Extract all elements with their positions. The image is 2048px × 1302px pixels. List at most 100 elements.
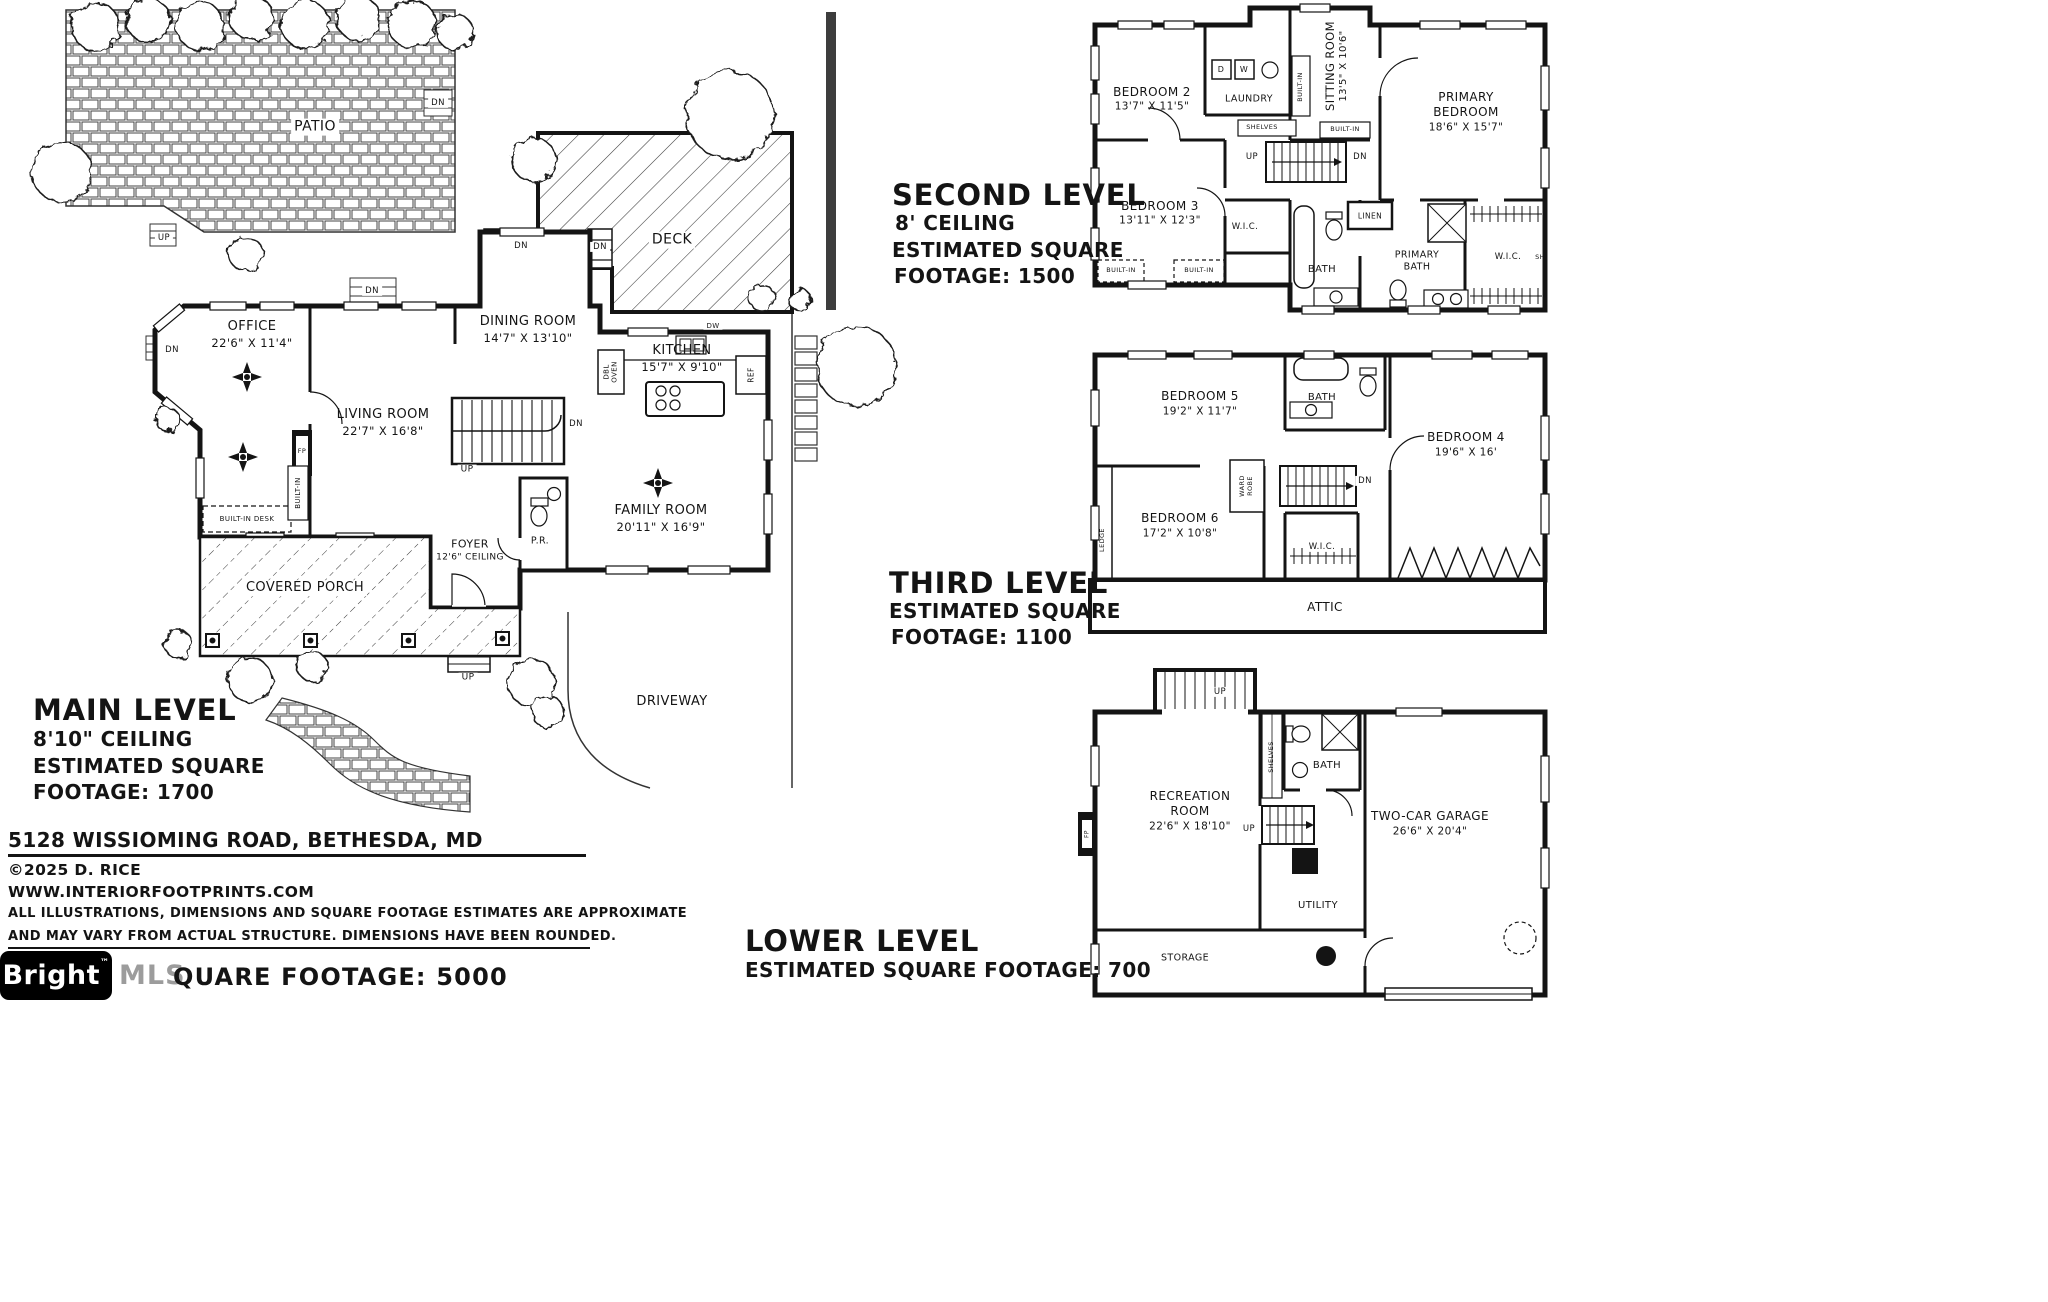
laundry-appliances (1211, 59, 1279, 80)
family-room-label: FAMILY ROOM (614, 503, 708, 519)
driveway-edge-left (567, 612, 651, 789)
main-level-plan (31, 0, 897, 813)
third-windows (1090, 350, 1550, 541)
trademark-symbol: ™ (100, 958, 110, 968)
dining-room-label: DINING ROOM (479, 314, 577, 330)
total-square-footage: QUARE FOOTAGE: 5000 (173, 963, 508, 991)
double-oven-line2: OVEN (611, 361, 619, 383)
lower-bath-fixtures (1285, 713, 1359, 779)
second-interior-walls (1095, 8, 1545, 310)
double-oven-label: DBL OVEN (603, 361, 620, 382)
second-windows (1090, 3, 1550, 315)
second-door-swings (1147, 57, 1419, 217)
shelves-label: SHELVES (1246, 123, 1278, 132)
foyer-ceiling-label: 12'6" CEILING (436, 552, 504, 563)
bedroom2-label: BEDROOM 2 (1113, 84, 1191, 99)
bedroom2-dims: 13'7" X 11'5" (1114, 100, 1190, 113)
patio-paving (65, 9, 456, 233)
third-bath-label: BATH (1307, 392, 1337, 403)
primary-bedroom-label-line1: PRIMARY (1438, 89, 1494, 104)
main-level-est-line1: ESTIMATED SQUARE (33, 754, 265, 778)
built-in-closet (1291, 55, 1311, 117)
bedroom3-built-in-label-a: BUILT-IN (1106, 266, 1136, 275)
back-stoop-dn-label: DN (362, 285, 382, 297)
bedroom4-dims: 19'6" X 16' (1434, 446, 1498, 459)
hall-bath-fixtures (1293, 205, 1359, 307)
powder-room-label: P.R. (527, 535, 553, 547)
ceiling-fans (228, 362, 673, 498)
third-level-est-line2: FOOTAGE: 1100 (891, 625, 1073, 649)
built-in-label-horizontal: BUILT-IN (1330, 125, 1360, 134)
footer-rule (8, 947, 590, 949)
second-level-title: SECOND LEVEL (892, 178, 1146, 212)
main-stairs (450, 396, 566, 466)
second-stairs-dn-label: DN (1350, 151, 1370, 163)
bedroom6-label: BEDROOM 6 (1141, 510, 1219, 525)
sitting-room-dims: 13'5" X 10'6" (1337, 30, 1349, 102)
double-oven-line1: DBL (602, 364, 611, 380)
main-stairs-dn-label: DN (566, 418, 586, 430)
second-level-est-line1: ESTIMATED SQUARE (892, 238, 1124, 262)
lower-bath-label: BATH (1312, 760, 1342, 771)
lower-shelves (1261, 713, 1283, 799)
bedroom3-built-in-b (1173, 259, 1225, 283)
deck-label: DECK (648, 231, 696, 249)
second-level-est-line2: FOOTAGE: 1500 (894, 264, 1076, 288)
kitchen-label: KITCHEN (652, 343, 712, 359)
bedroom4-label: BEDROOM 4 (1427, 429, 1505, 444)
primary-bedroom-label-line2: BEDROOM (1433, 104, 1499, 119)
hall-wic-label: W.I.C. (1231, 221, 1259, 232)
main-level-est-line2: FOOTAGE: 1700 (33, 780, 215, 804)
family-room-dims: 20'11" X 16'9" (616, 520, 706, 535)
mls-logo-text: MLS (119, 960, 186, 991)
sitting-room-label: SITTING ROOM 13'5" X 10'6" (1323, 21, 1350, 111)
disclaimer-line1: ALL ILLUSTRATIONS, DIMENSIONS AND SQUARE… (8, 906, 687, 921)
linen-closet (1346, 200, 1394, 231)
lower-shelves-label: SHELVES (1267, 741, 1276, 773)
yard-steps-up-label: UP (154, 232, 174, 244)
lower-level-title: LOWER LEVEL (745, 924, 980, 958)
bedroom5-label: BEDROOM 5 (1161, 388, 1239, 403)
built-in-label: BUILT-IN (293, 477, 302, 509)
dining-room-dims: 14'7" X 13'10" (483, 331, 573, 346)
shelves-outline (1237, 119, 1297, 137)
disclaimer-line2: AND MAY VARY FROM ACTUAL STRUCTURE. DIME… (8, 929, 617, 944)
second-stairs-up-label: UP (1242, 151, 1262, 163)
main-level-title: MAIN LEVEL (33, 693, 237, 727)
dishwasher-label: DW (703, 321, 723, 331)
garage-dashed-circle (1503, 921, 1537, 955)
second-stairs (1265, 141, 1347, 183)
lower-interior-walls (1095, 712, 1367, 995)
built-in-desk-label: BUILT-IN DESK (216, 514, 278, 524)
garage-dims: 26'6" X 20'4" (1392, 825, 1468, 838)
wardrobe-line2: ROBE (1246, 476, 1254, 496)
eaves-zigzag (1397, 545, 1541, 581)
laundry-label: LAUNDRY (1225, 93, 1273, 105)
garage-label: TWO-CAR GARAGE (1371, 808, 1489, 823)
living-room-dims: 22'7" X 16'8" (342, 424, 424, 439)
wardrobe-label: WARD ROBE (1238, 475, 1255, 497)
bedroom4-door-swing (1389, 435, 1425, 471)
third-wic-hanging (1290, 548, 1356, 564)
refrigerator-label: REF (746, 367, 756, 383)
built-in-shelving (287, 465, 309, 521)
office-entry-dn-label: DN (162, 344, 182, 356)
patio-label: PATIO (291, 118, 339, 136)
recreation-room-label-line2: ROOM (1170, 803, 1210, 818)
patio-steps-dn-label: DN (428, 97, 448, 109)
linen-label: LINEN (1357, 211, 1383, 221)
covered-porch-label: COVERED PORCH (242, 580, 368, 596)
furnace (1292, 848, 1318, 874)
deck-stairs-dn-label-2: DN (590, 241, 610, 253)
bedroom3-label: BEDROOM 3 (1121, 198, 1199, 213)
porch-columns (205, 631, 510, 648)
built-in-cabinet (1319, 121, 1371, 139)
second-level-plan (1090, 3, 1550, 315)
lower-fireplace (1078, 812, 1096, 856)
bedroom3-built-in-a (1097, 259, 1145, 283)
fireplace-label: FP (297, 447, 307, 456)
lower-door-swings (1325, 789, 1394, 967)
lower-entry-stairs (1153, 668, 1257, 714)
shower-label: SH (1535, 253, 1545, 262)
washer-label: W (1239, 65, 1249, 75)
